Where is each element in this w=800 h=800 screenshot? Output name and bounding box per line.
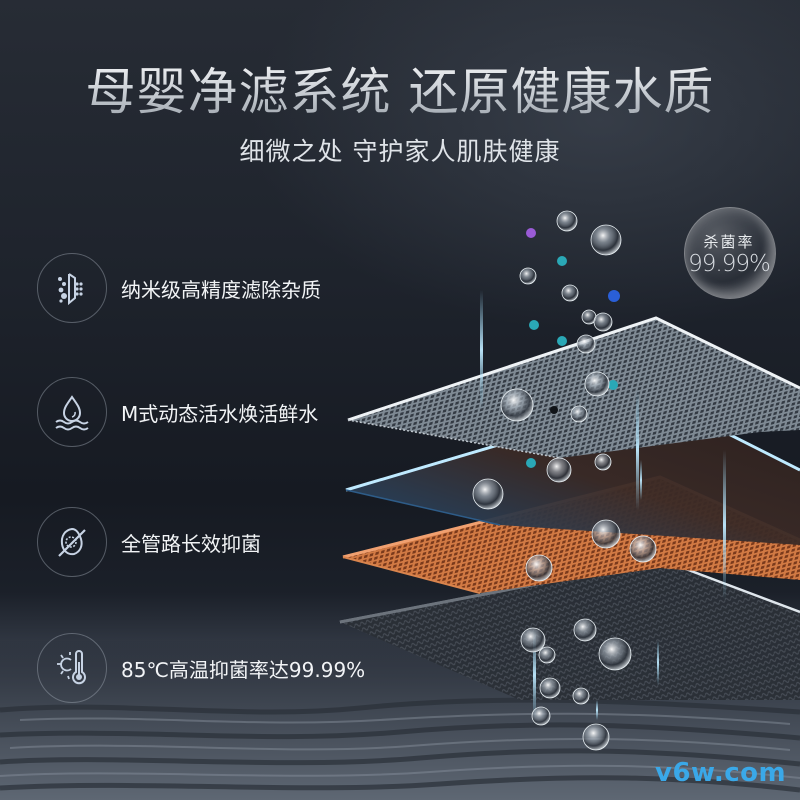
- icon-ring: [37, 507, 107, 577]
- carbon-layer: [339, 558, 800, 700]
- feature-label: 全管路长效抑菌: [121, 531, 261, 556]
- icon-ring: [37, 633, 107, 703]
- subheadline: 细微之处 守护家人肌肤健康: [239, 137, 561, 166]
- feature-label: 85℃高温抑菌率达99.99%: [121, 657, 366, 682]
- headline: 母婴净滤系统 还原健康水质: [0, 52, 800, 124]
- water-droplets: [472, 210, 657, 751]
- bubble-graphic: [684, 207, 776, 299]
- feature-label: M式动态活水焕活鲜水: [121, 401, 319, 426]
- feature-label: 纳米级高精度滤除杂质: [121, 277, 321, 302]
- watermark: v6w.com: [655, 758, 787, 788]
- feature-item-high-temp: 85℃高温抑菌率达99.99%: [37, 633, 365, 703]
- feature-item-dynamic-water: M式动态活水焕活鲜水: [37, 377, 318, 447]
- badge-value: 99.99%: [688, 251, 771, 277]
- nano-filter-icon: [58, 273, 83, 306]
- light-beams: [480, 290, 726, 720]
- water-drop-waves-icon: [55, 395, 89, 431]
- bacteria-particles: [526, 228, 620, 468]
- feature-item-nano-filter: 纳米级高精度滤除杂质: [37, 253, 321, 323]
- icon-ring: [37, 253, 107, 323]
- icon-ring: [37, 377, 107, 447]
- badge-title: 杀菌率: [703, 233, 755, 251]
- grey-mesh-layer: [347, 316, 800, 459]
- sun-thermometer-icon: [57, 650, 86, 685]
- feature-item-antibacterial: 全管路长效抑菌: [37, 507, 261, 577]
- no-bacteria-icon: [58, 527, 86, 557]
- sterilization-rate-badge: 杀菌率 99.99%: [674, 207, 784, 299]
